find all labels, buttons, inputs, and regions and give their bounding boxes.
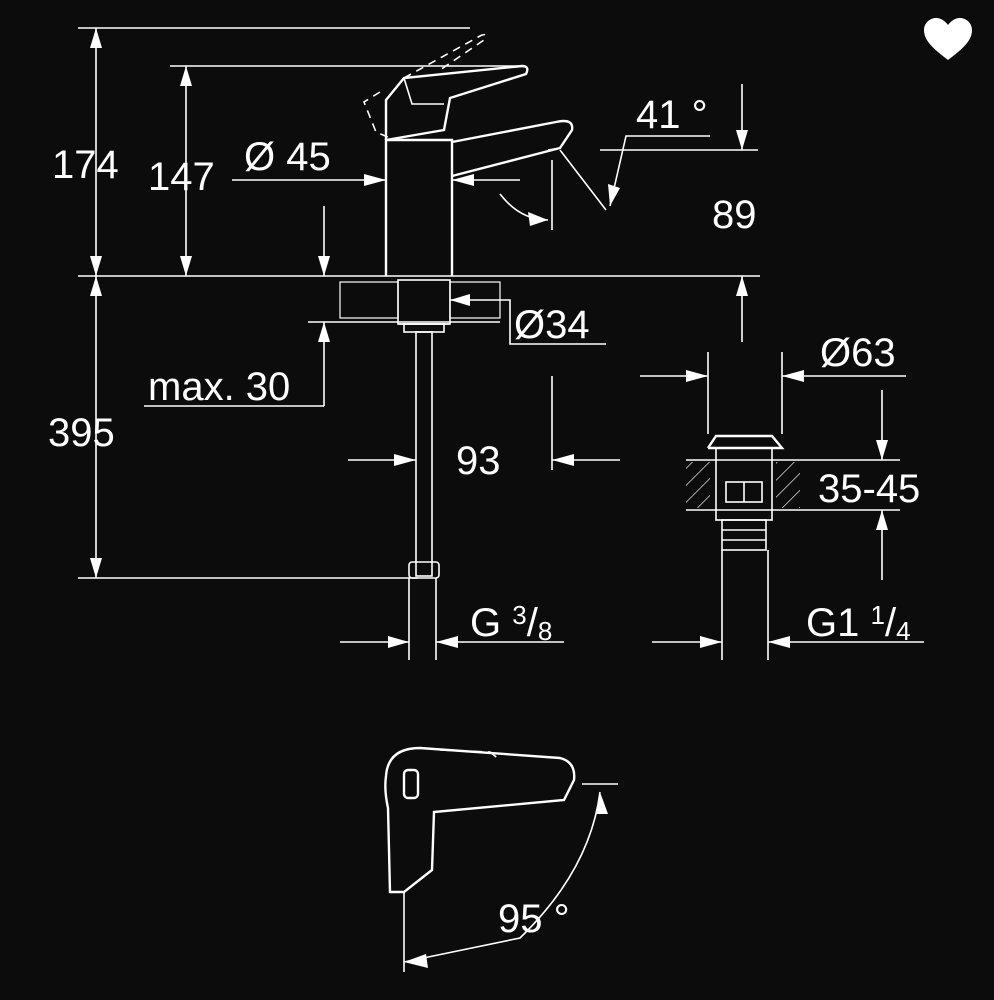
label-rotation-angle: 95 ° [498, 897, 570, 941]
drain-thread [721, 519, 767, 551]
label-body-diameter: Ø 45 [244, 135, 331, 179]
label-drain-thread: G1 1/4 [806, 600, 911, 646]
drain-cap [707, 434, 785, 450]
mounting-nut [397, 279, 451, 325]
hose-fitting [408, 561, 440, 579]
heart-shape [924, 18, 972, 60]
faucet-side-view [78, 27, 760, 660]
supply-hose [415, 331, 433, 577]
faucet-spout [451, 119, 574, 178]
heart-icon[interactable] [920, 14, 976, 64]
mounting-washer [403, 323, 445, 333]
sink-section-right [776, 462, 800, 508]
sink-section-left [686, 462, 710, 508]
faucet-body [384, 138, 454, 276]
label-total-height: 174 [52, 143, 119, 187]
faucet-top-view [384, 746, 618, 972]
label-lever-angle: 41 ° [636, 93, 708, 137]
faucet-handle [384, 64, 529, 142]
label-connection-thread: G 3/8 [470, 600, 552, 646]
drain-assembly [640, 352, 924, 660]
counter-section-left [339, 281, 399, 319]
label-outlet-height: 89 [712, 193, 757, 237]
label-spout-height: 147 [148, 155, 215, 199]
label-spout-reach: 93 [456, 439, 501, 483]
label-hose-length: 395 [48, 411, 115, 455]
label-hole-diameter: Ø34 [514, 303, 590, 347]
handle-raised-outline [363, 91, 391, 139]
handle-indicator [402, 768, 420, 800]
label-max-thickness: max. 30 [148, 365, 290, 409]
label-drain-diameter: Ø63 [820, 331, 896, 375]
handle-top-outline [384, 746, 576, 894]
label-drain-range: 35-45 [818, 467, 920, 511]
